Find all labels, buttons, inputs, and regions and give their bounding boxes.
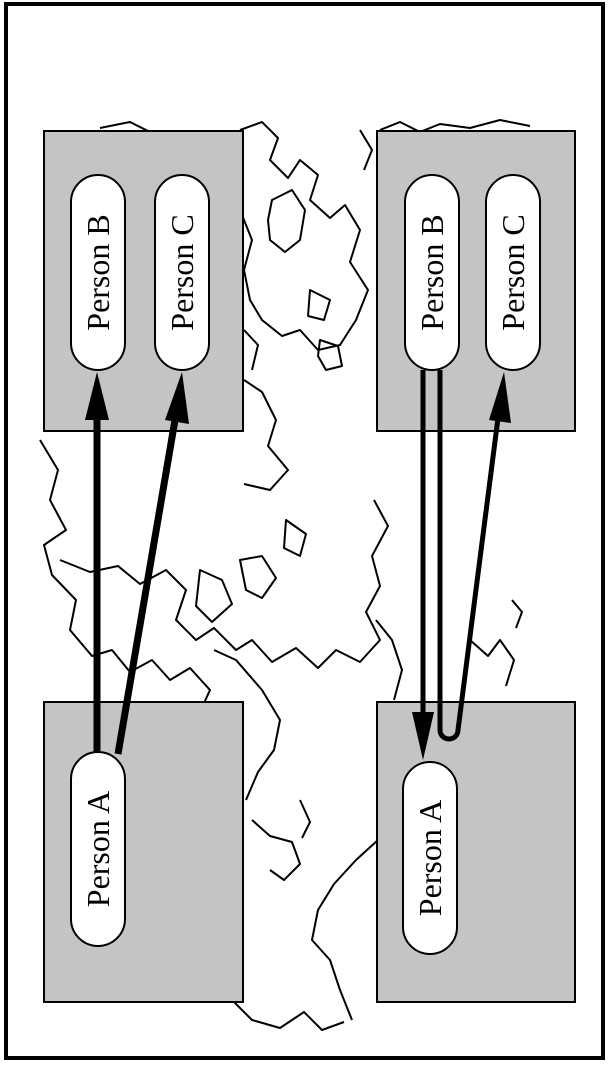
left-arrow-a-to-b	[85, 372, 109, 752]
right-person-c-label: Person C	[495, 214, 531, 330]
left-person-b-node: Person B	[70, 174, 126, 371]
right-person-b-label: Person B	[414, 214, 450, 330]
right-person-c-node: Person C	[485, 174, 541, 371]
left-person-a-node: Person A	[70, 751, 126, 947]
left-arrow-a-to-c	[114, 372, 189, 755]
right-person-a-node: Person A	[402, 761, 458, 955]
right-person-b-node: Person B	[404, 174, 460, 371]
left-person-c-label: Person C	[164, 214, 200, 330]
world-map-outline	[39, 119, 531, 1031]
left-person-b-label: Person B	[80, 214, 116, 330]
right-person-a-label: Person A	[412, 800, 448, 916]
right-route-b-loop-to-c	[437, 370, 511, 742]
right-arrow-b-to-a	[412, 370, 434, 760]
left-person-c-node: Person C	[154, 174, 210, 371]
left-person-a-label: Person A	[80, 791, 116, 907]
